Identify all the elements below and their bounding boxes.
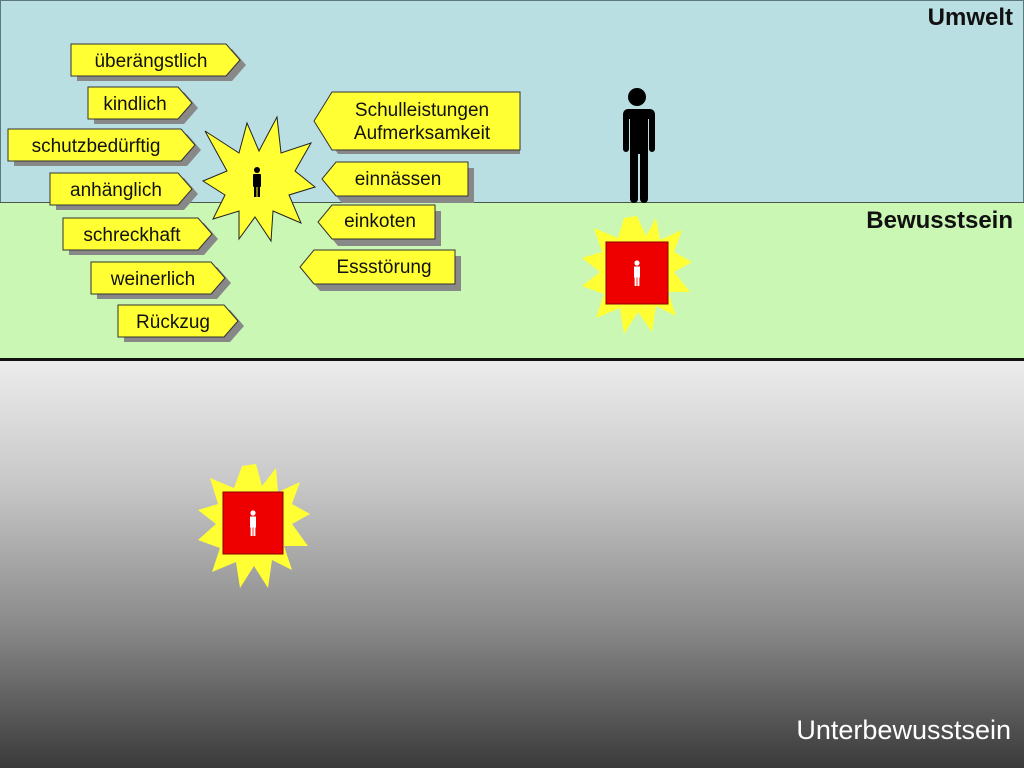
symptom-label: einkoten: [344, 211, 416, 232]
symptom-label-line1: Schulleistungen: [355, 100, 489, 121]
symptom-tag: einkoten: [317, 204, 441, 246]
trait-tag: weinerlich: [90, 261, 231, 299]
zone-title-unterbewusstsein: Unterbewusstsein: [796, 715, 1011, 745]
zone-title-bewusstsein: Bewusstsein: [866, 207, 1013, 234]
red-burst-icon: [582, 216, 692, 334]
small-person-icon: [250, 510, 256, 536]
trait-tag: anhänglich: [49, 172, 198, 210]
trait-label: anhänglich: [70, 180, 162, 201]
symptom-label: einnässen: [355, 169, 442, 190]
symptom-label-line2: Aufmerksamkeit: [354, 123, 491, 144]
symptom-tag: einnässen: [321, 161, 474, 203]
trait-label: Rückzug: [136, 312, 210, 333]
trait-tag: überängstlich: [70, 43, 246, 81]
trait-label: schreckhaft: [83, 225, 181, 246]
symptom-label: Essstörung: [336, 257, 431, 278]
trait-tag: Rückzug: [117, 304, 244, 342]
small-person-icon: [634, 260, 640, 286]
red-burst-icon: [198, 464, 310, 588]
trait-tag: schutzbedürftig: [7, 128, 201, 166]
starburst-icon: [201, 115, 317, 243]
symptom-tag: Essstörung: [299, 249, 461, 291]
trait-label: schutzbedürftig: [32, 136, 161, 157]
trait-tag: kindlich: [87, 86, 198, 124]
person-icon: [623, 88, 655, 203]
trait-tag: schreckhaft: [62, 217, 218, 255]
trait-label: weinerlich: [110, 269, 195, 290]
symptom-tag: Schulleistungen Aufmerksamkeit: [313, 91, 521, 154]
zone-title-umwelt: Umwelt: [927, 4, 1013, 31]
trait-label: überängstlich: [94, 51, 207, 72]
zone-unterbewusstsein: [0, 358, 1024, 768]
small-person-icon: [253, 167, 261, 197]
trait-label: kindlich: [103, 94, 166, 115]
